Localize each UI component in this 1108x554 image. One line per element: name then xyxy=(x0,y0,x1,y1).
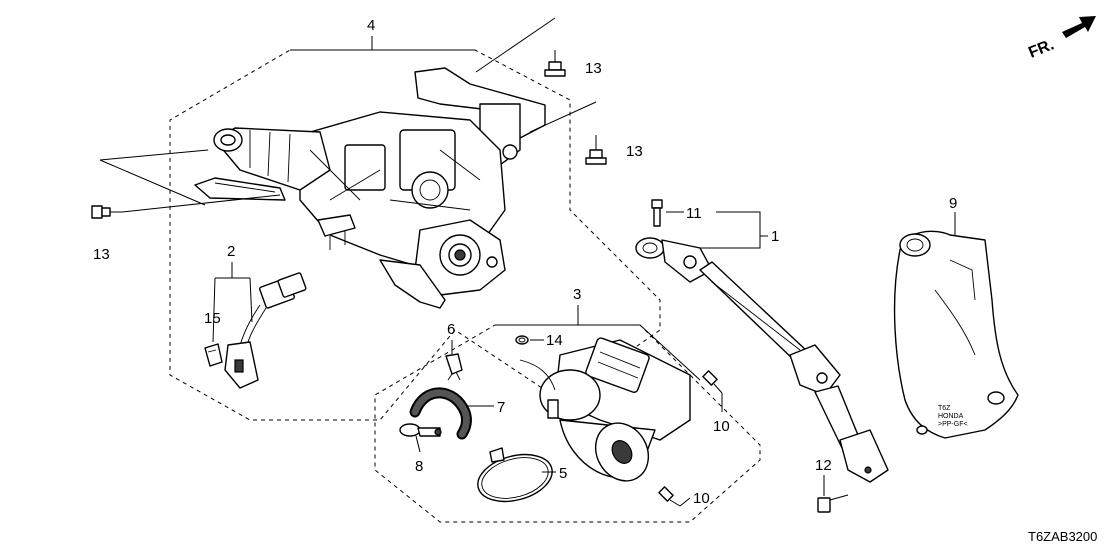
callout-8: 8 xyxy=(415,458,423,475)
corrugated-tube xyxy=(409,387,472,440)
cover-stamp-line-3: >PP-GF< xyxy=(938,421,968,428)
callout-1: 1 xyxy=(771,228,779,245)
callout-3: 3 xyxy=(573,286,581,303)
callout-4: 4 xyxy=(367,17,375,34)
intermediate-shaft xyxy=(635,237,889,483)
motor-assembly-boundary xyxy=(374,324,761,523)
callout-10-lower: 10 xyxy=(693,490,710,507)
front-direction-indicator: FR. xyxy=(1026,16,1096,62)
callout-2: 2 xyxy=(227,243,235,260)
column-cover: T6Z HONDA >PP-GF< xyxy=(893,230,1019,439)
callout-12: 12 xyxy=(815,457,832,474)
bolt-10-upper xyxy=(702,370,723,394)
wire-harness xyxy=(224,272,307,389)
hose-band xyxy=(477,447,553,503)
cover-stamp-line-2: HONDA xyxy=(938,413,964,420)
callout-13-middle: 13 xyxy=(626,143,643,160)
bolt-13-middle xyxy=(585,135,607,165)
callout-7: 7 xyxy=(497,399,505,416)
front-direction-label: FR. xyxy=(1026,36,1056,61)
harness-clip xyxy=(204,343,223,367)
callout-13-upper: 13 xyxy=(585,60,602,77)
callout-14: 14 xyxy=(546,332,563,349)
bolt-12 xyxy=(817,494,849,513)
leader-lines xyxy=(99,17,956,507)
bolt-13-left xyxy=(91,205,122,219)
callout-6: 6 xyxy=(447,321,455,338)
callout-11: 11 xyxy=(686,205,702,222)
bolt-13-upper xyxy=(544,50,566,77)
cover-stamp-line-1: T6Z xyxy=(938,405,951,412)
o-ring xyxy=(515,335,529,345)
callout-10-upper: 10 xyxy=(713,418,730,435)
callout-15: 15 xyxy=(204,310,221,327)
bolt-11 xyxy=(651,199,663,227)
front-arrow-icon xyxy=(1062,16,1096,38)
callout-13-left: 13 xyxy=(93,246,110,263)
eps-motor xyxy=(519,337,691,482)
callouts: 4 13 13 13 2 15 6 14 3 7 8 5 10 10 11 1 … xyxy=(93,17,957,507)
clamp-6 xyxy=(445,353,463,381)
drawing-code: T6ZAB3200 xyxy=(1028,529,1097,544)
steering-column-assembly xyxy=(194,67,546,309)
bolt-10-lower xyxy=(658,486,681,507)
callout-5: 5 xyxy=(559,465,567,482)
callout-9: 9 xyxy=(949,195,957,212)
band-clip xyxy=(399,423,442,437)
